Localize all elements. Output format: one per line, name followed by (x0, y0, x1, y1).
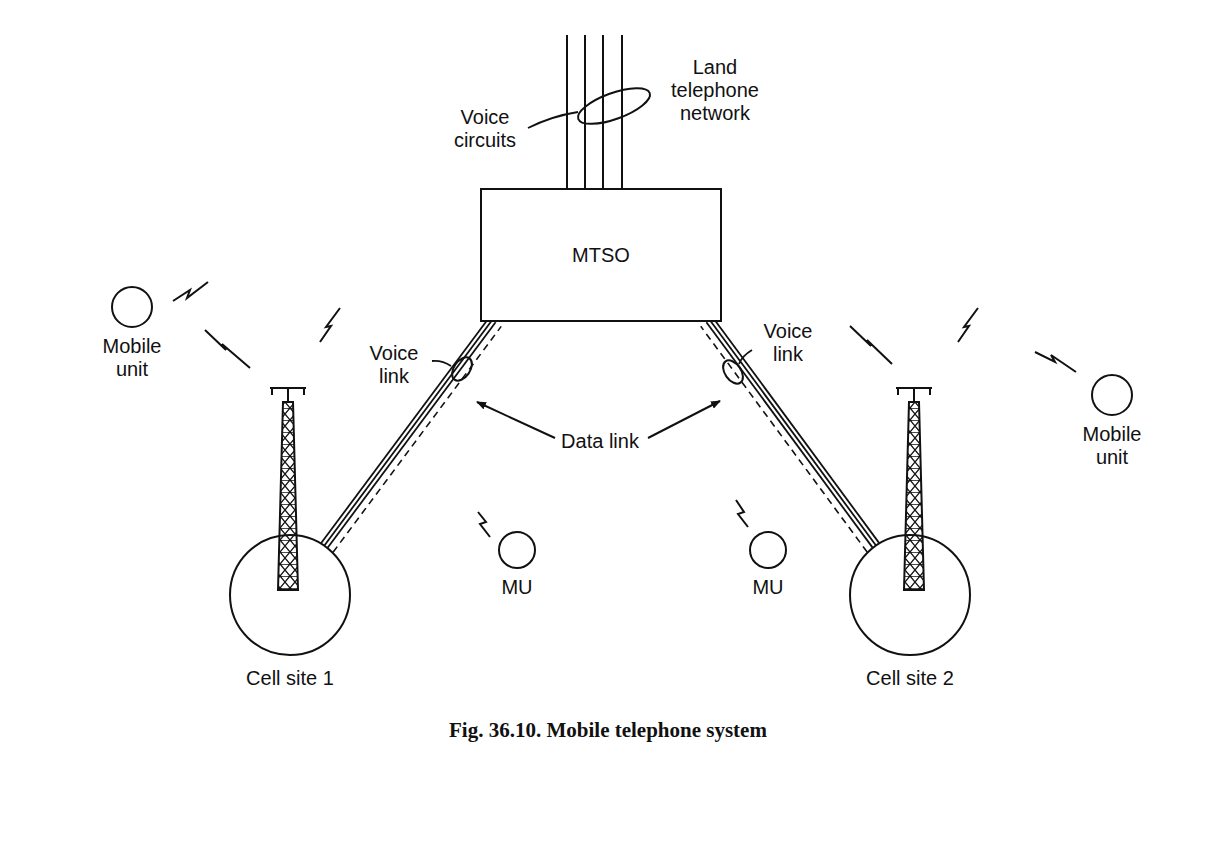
leader-arrow (648, 401, 720, 438)
circle-outline (1090, 373, 1134, 417)
antenna-tower (896, 388, 932, 590)
callout-label: Voice link (358, 342, 430, 388)
node-label: Cell site 1 (215, 667, 365, 690)
circle-outline (110, 285, 154, 329)
bundle-loop (574, 81, 654, 131)
switching-office-box: MTSO (480, 188, 722, 322)
antenna-tower (270, 388, 306, 590)
circle-outline (748, 530, 788, 570)
network-label: Land telephone network (660, 56, 770, 125)
mobile-unit: Mobile unit (72, 287, 192, 381)
circle-outline (228, 533, 352, 657)
circle-outline (497, 530, 537, 570)
cell-site: Cell site 2 (830, 535, 990, 690)
leader-line (432, 361, 451, 366)
callout-label: Voice circuits (445, 106, 525, 152)
node-label: Mobile unit (92, 335, 172, 381)
mobile-unit: MU (728, 532, 808, 599)
mobile-unit: Mobile unit (1052, 375, 1172, 469)
node-text: MTSO (572, 244, 630, 267)
land-lines (567, 35, 622, 188)
leader-line (528, 112, 578, 128)
node-label: MU (738, 576, 798, 599)
node-label: MU (487, 576, 547, 599)
leader-arrow (477, 402, 555, 438)
figure-caption: Fig. 36.10. Mobile telephone system (0, 718, 1216, 743)
node-label: Cell site 2 (835, 667, 985, 690)
callout-label: Voice link (752, 320, 824, 366)
cell-site: Cell site 1 (210, 535, 370, 690)
callout-label: Data link (550, 430, 650, 453)
link-bundle (321, 317, 501, 552)
node-label: Mobile unit (1072, 423, 1152, 469)
link-bundle (701, 317, 879, 552)
circle-outline (848, 533, 972, 657)
mobile-unit: MU (477, 532, 557, 599)
